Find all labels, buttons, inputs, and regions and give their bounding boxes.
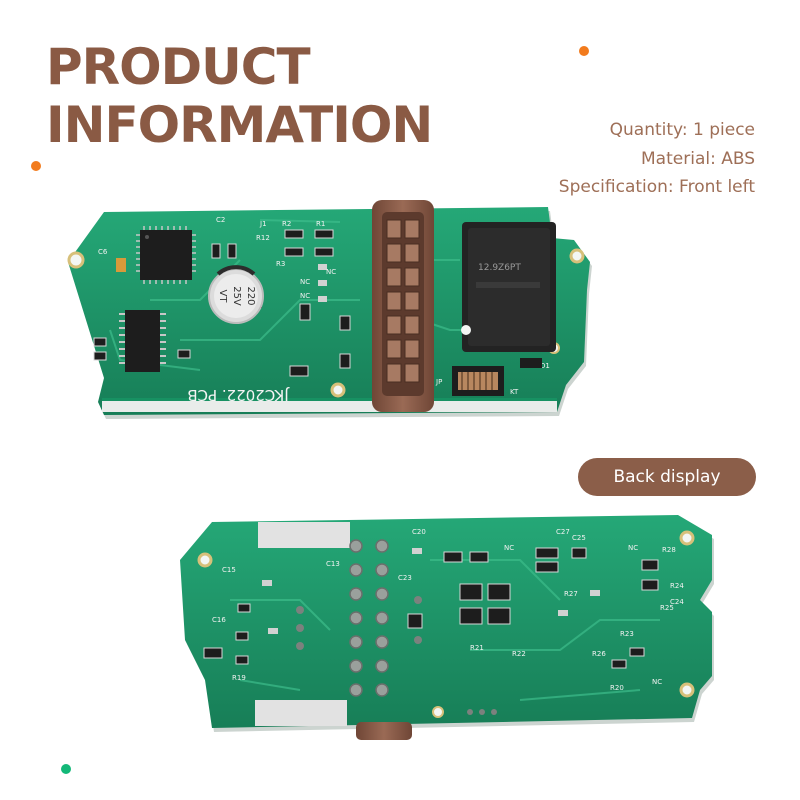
back-label-c24: C24 <box>670 598 684 606</box>
back-label-r28: R28 <box>662 546 676 554</box>
back-display-button[interactable]: Back display <box>578 458 756 496</box>
decor-dot-orange-top <box>579 46 589 56</box>
front-label-r3: R3 <box>276 260 285 268</box>
front-label-c2: C2 <box>216 216 225 224</box>
front-label-jp: JP <box>435 378 442 386</box>
decor-dot-orange-left <box>31 161 41 171</box>
back-label-r19: R19 <box>232 674 246 682</box>
back-label-c27: C27 <box>556 528 570 536</box>
spec-list: Quantity: 1 piece Material: ABS Specific… <box>559 116 755 202</box>
front-label-r12: R12 <box>256 234 270 242</box>
front-silk-text: JKC2022. PCB <box>187 386 289 404</box>
front-label-nc-3: NC <box>326 268 336 276</box>
front-label-j1: J1 <box>259 220 267 228</box>
front-label-nc-2: NC <box>300 292 310 300</box>
cap-text-2: 25V <box>231 286 242 306</box>
back-label-c23: C23 <box>398 574 412 582</box>
front-label-c6: C6 <box>98 248 108 256</box>
front-label-kt: KT <box>510 388 519 396</box>
page-title-line-2: INFORMATION <box>46 96 433 154</box>
front-label-r1: R1 <box>316 220 325 228</box>
back-label-c20: C20 <box>412 528 426 536</box>
pcb-front-board: 220 25V VT R2 R1 R3 C2 C6 <box>67 200 592 419</box>
front-label-d1: D1 <box>540 362 550 370</box>
spec-material: Material: ABS <box>641 148 755 169</box>
back-label-c25: C25 <box>572 534 586 542</box>
cap-text-3: VT <box>217 290 228 304</box>
back-label-r26: R26 <box>592 650 606 658</box>
back-label-nc-3: NC <box>652 678 662 686</box>
front-label-nc-1: NC <box>300 278 310 286</box>
back-label-r22: R22 <box>512 650 526 658</box>
spec-specification: Specification: Front left <box>558 177 755 197</box>
back-label-r21: R21 <box>470 644 484 652</box>
page-title-line-1: PRODUCT <box>46 38 311 96</box>
front-label-r2: R2 <box>282 220 291 228</box>
back-label-c16: C16 <box>212 616 226 624</box>
pcb-back-board: C20 C15 C23 C16 C13 R19 R20 R21 R22 R23 … <box>180 515 714 740</box>
back-label-r20: R20 <box>610 684 624 692</box>
page-title: PRODUCT INFORMATION <box>46 38 433 154</box>
back-label-r24: R24 <box>670 582 684 590</box>
back-label-c13: C13 <box>326 560 340 568</box>
spec-quantity: Quantity: 1 piece <box>609 120 755 140</box>
cap-text-1: 220 <box>245 286 256 305</box>
back-display-label: Back display <box>613 467 721 487</box>
back-label-r25: R25 <box>660 604 674 612</box>
back-label-nc-1: NC <box>504 544 514 552</box>
relay-text: 12.9Z6PT <box>478 263 521 273</box>
back-label-r27: R27 <box>564 590 578 598</box>
back-label-nc-2: NC <box>628 544 638 552</box>
back-label-r23: R23 <box>620 630 634 638</box>
back-label-c15: C15 <box>222 566 236 574</box>
decor-dot-green-bottom <box>61 764 71 774</box>
